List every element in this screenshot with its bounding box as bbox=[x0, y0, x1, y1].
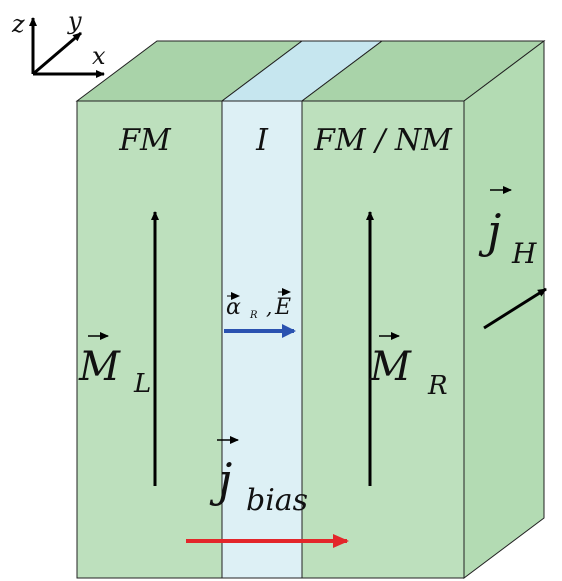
z-axis-label: z bbox=[11, 10, 25, 38]
rashba-alpha-subscript: R bbox=[249, 310, 258, 321]
rashba-field-label: α R , E bbox=[226, 288, 291, 321]
fm-right-front-face bbox=[301, 100, 465, 579]
hall-current-arrow bbox=[483, 287, 547, 330]
m-right-symbol: M bbox=[369, 344, 412, 390]
m-left-symbol: M bbox=[78, 344, 121, 390]
j-bias-subscript: bias bbox=[246, 483, 308, 518]
m-right-subscript: R bbox=[427, 371, 448, 401]
y-axis-line bbox=[32, 31, 82, 76]
y-axis-label: y bbox=[67, 7, 82, 35]
m-left-label: M L bbox=[78, 332, 151, 399]
rashba-separator: , bbox=[266, 295, 272, 319]
m-left-subscript: L bbox=[133, 369, 151, 399]
right-side-face bbox=[463, 40, 545, 579]
layer-label-fm: FM bbox=[118, 123, 172, 158]
x-axis-label: x bbox=[92, 42, 106, 70]
j-hall-subscript: H bbox=[511, 237, 537, 270]
m-right-label: M R bbox=[369, 332, 448, 401]
rashba-e-field: E bbox=[274, 295, 291, 320]
coordinate-axes: z y x bbox=[11, 7, 106, 78]
fm-left-front-face bbox=[76, 100, 223, 579]
layer-label-fm-nm: FM / NM bbox=[313, 123, 453, 158]
rashba-alpha: α bbox=[226, 295, 241, 320]
layer-label-insulator: I bbox=[255, 123, 269, 158]
